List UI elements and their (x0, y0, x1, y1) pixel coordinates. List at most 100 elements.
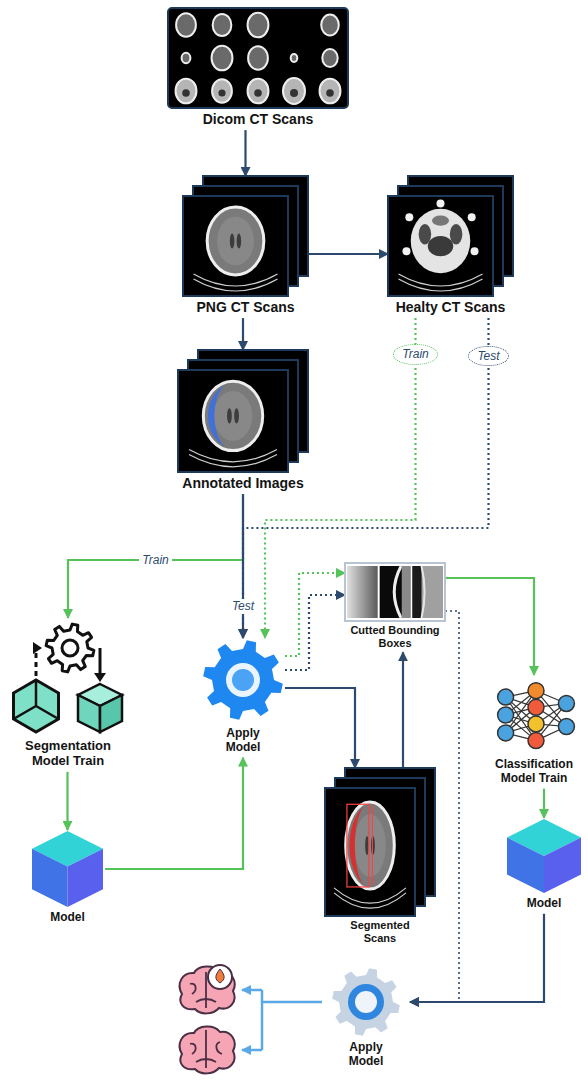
apply-gear-icon (203, 640, 283, 720)
cropped-boxes-strip (422, 566, 425, 618)
brain-outline (180, 1026, 235, 1073)
ct-scan-stack (325, 768, 435, 916)
training-cycle-icon (94, 673, 106, 682)
ct-scan-stack (183, 196, 288, 296)
node-label: Annotated Images (182, 475, 303, 491)
neural-network-icon (558, 719, 574, 735)
dicom-thumbnail-grid (176, 79, 197, 104)
node-label: Apply Model (336, 1041, 396, 1069)
dicom-thumbnail-grid (283, 78, 305, 104)
flow-connector (308, 253, 388, 255)
ct-scan-stack (325, 788, 415, 916)
model-cube: Model (505, 818, 583, 914)
training-cycle-icon (33, 642, 42, 654)
dicom-thumbnail-grid (248, 79, 269, 104)
flow-connector (68, 494, 243, 618)
model-cube-icon (68, 849, 104, 907)
ct-scan-stack (468, 213, 476, 221)
neural-network-icon (498, 689, 514, 705)
scan-archive: Dicom CT Scans (168, 8, 348, 130)
dicom-thumbnail-grid (321, 15, 339, 36)
dicom-thumbnail-grid (213, 14, 232, 36)
node-label: Healty CT Scans (396, 299, 506, 315)
cropped-boxes-strip (412, 566, 421, 618)
hemorrhage-brain-icon (180, 965, 235, 1013)
node-label: Segmented Scans (340, 919, 420, 944)
apply-gear: Apply Model (322, 966, 410, 1072)
ct-scan-stack (399, 279, 483, 291)
ct-scan-stack (230, 234, 235, 249)
result-arrow (242, 989, 262, 992)
ct-scan-stack (178, 350, 308, 472)
ct-scan-stack (388, 176, 513, 296)
cropped-boxes-strip (347, 566, 378, 618)
ct-scan-stack (432, 216, 449, 226)
node-label: Classification Model Train (486, 758, 582, 786)
edge-label: Test (468, 346, 508, 366)
apply-gear-icon (355, 991, 377, 1013)
model-cube-icon (507, 838, 544, 894)
ct-scan-stack (334, 893, 406, 908)
flow-connector (285, 595, 345, 670)
dicom-thumbnail-grid (218, 89, 225, 96)
apply-gear-icon (232, 669, 254, 691)
node-label: Segmentation Model Train (12, 739, 124, 769)
apply-gear-icon (332, 968, 400, 1036)
network-icon: Classification Model Train (484, 675, 584, 789)
ct-scan-stack (217, 217, 254, 266)
edge-label: Train (139, 553, 171, 567)
flow-connector (410, 914, 544, 1002)
flow-connector (242, 494, 244, 638)
ct-scan-stack (194, 279, 278, 291)
flow-connector (242, 318, 244, 350)
ct-scan-stack (227, 408, 232, 423)
bleed-drop (216, 969, 224, 983)
cropped-boxes-strip (345, 563, 445, 621)
healthy-brain-icon (180, 1026, 235, 1073)
dicom-thumbnail-grid (182, 89, 190, 97)
flow-connector (402, 652, 404, 768)
training-cycle-icon (99, 648, 102, 676)
ct-scan-stack (399, 274, 483, 286)
dicom-thumbnail-grid (168, 8, 348, 108)
training-cycle-icon (62, 640, 78, 656)
training-cycle-icon (14, 680, 59, 719)
dicom-thumbnail-grid (326, 89, 334, 97)
crop-strip: Cutted Bounding Boxes (345, 563, 445, 652)
edge-label: Train (393, 344, 437, 364)
apply-gear-icon (226, 663, 260, 697)
flow-connector (66, 772, 68, 830)
training-cycle-icon (14, 680, 59, 732)
neural-network-icon (528, 699, 544, 715)
scan-stack: PNG CT Scans (183, 176, 308, 318)
ct-scan-stack (428, 236, 454, 256)
node-label: Model (527, 897, 562, 911)
connector-group (68, 130, 545, 1002)
ct-scan-stack (214, 391, 253, 441)
ct-scan-stack (237, 234, 242, 249)
training-icon: Segmentation Model Train (8, 618, 128, 772)
ct-scan-stack (450, 224, 462, 244)
cropped-boxes-strip (345, 563, 445, 621)
model-cube-icon (544, 838, 581, 894)
ct-scan-stack (354, 814, 386, 877)
training-cycle-icon (100, 695, 122, 732)
cropped-boxes-strip (412, 566, 443, 618)
ct-scan-stack (207, 207, 264, 275)
ct-scan-stack (405, 213, 413, 221)
flow-connector (244, 130, 246, 176)
neural-network-icon (498, 725, 514, 741)
dicom-thumbnail-grid (182, 53, 191, 63)
magnifier (208, 965, 232, 989)
brain-folds (190, 1030, 222, 1068)
dicom-thumbnail-grid (176, 13, 196, 36)
dicom-thumbnail-grid (248, 13, 269, 38)
dicom-thumbnail-grid (291, 54, 298, 62)
result-arrow (242, 1049, 262, 1052)
ct-scan-stack (402, 247, 410, 255)
ct-scan-stack (203, 381, 262, 450)
ct-scan-stack (471, 247, 479, 255)
